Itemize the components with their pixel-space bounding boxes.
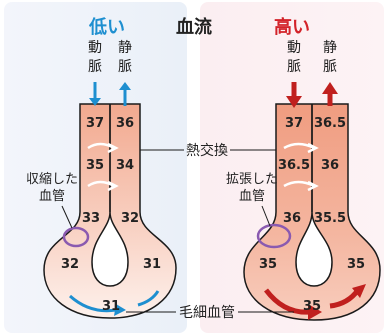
high-artery-temp-3: 36 xyxy=(283,211,301,226)
high-vein-temp-1: 36.5 xyxy=(314,116,346,131)
low-flow-vessel xyxy=(43,103,177,319)
low-vein-temp-3: 32 xyxy=(121,211,139,226)
low-artery-temp-2: 35 xyxy=(86,158,104,173)
low-vessel-label-2: 血管 xyxy=(39,189,65,204)
high-vein-label-2: 脈 xyxy=(323,59,337,75)
low-vein-label-2: 脈 xyxy=(118,59,132,75)
low-artery-arrow xyxy=(89,82,101,106)
high-vein-temp-4: 35 xyxy=(347,257,365,272)
low-artery-temp-3: 33 xyxy=(82,211,100,226)
high-vein-arrow xyxy=(322,82,338,106)
low-artery-label-1: 動 xyxy=(88,40,102,56)
low-vein-temp-2: 34 xyxy=(116,158,134,173)
low-vein-temp-1: 36 xyxy=(116,116,134,131)
high-artery-temp-4: 35 xyxy=(259,257,277,272)
high-vessel-label-1: 拡張した xyxy=(226,172,278,187)
high-artery-label-1: 動 xyxy=(287,40,301,56)
high-vein-label-1: 静 xyxy=(323,40,337,56)
title: 血流 xyxy=(176,16,212,38)
high-artery-temp-2: 36.5 xyxy=(278,158,310,173)
low-vein-temp-4: 31 xyxy=(143,257,161,272)
low-artery-label-2: 脈 xyxy=(88,59,102,75)
low-vessel-label-1: 収縮した xyxy=(26,171,78,187)
high-artery-arrow xyxy=(286,82,302,108)
low-artery-temp-1: 37 xyxy=(86,116,104,131)
low-vein-arrow xyxy=(119,82,131,106)
dilated-vessel-ring xyxy=(256,223,292,249)
constricted-vessel-ring xyxy=(62,226,90,248)
high-artery-temp-1: 37 xyxy=(285,116,303,131)
low-heading: 低い xyxy=(88,16,125,38)
low-artery-temp-4: 32 xyxy=(61,257,79,272)
high-vein-temp-3: 35.5 xyxy=(314,211,346,226)
high-capillary-temp: 35 xyxy=(303,299,321,314)
high-heading: 高い xyxy=(274,16,310,38)
high-vessel-label-2: 血管 xyxy=(239,189,265,204)
heat-exchange-label: 熱交換 xyxy=(186,142,228,159)
high-flow-vessel xyxy=(243,103,381,321)
low-vein-label-1: 静 xyxy=(118,40,132,56)
high-vein-temp-2: 36 xyxy=(321,158,339,173)
high-artery-label-2: 脈 xyxy=(287,59,301,75)
capillary-label: 毛細血管 xyxy=(179,305,235,321)
low-capillary-temp: 31 xyxy=(102,299,120,314)
